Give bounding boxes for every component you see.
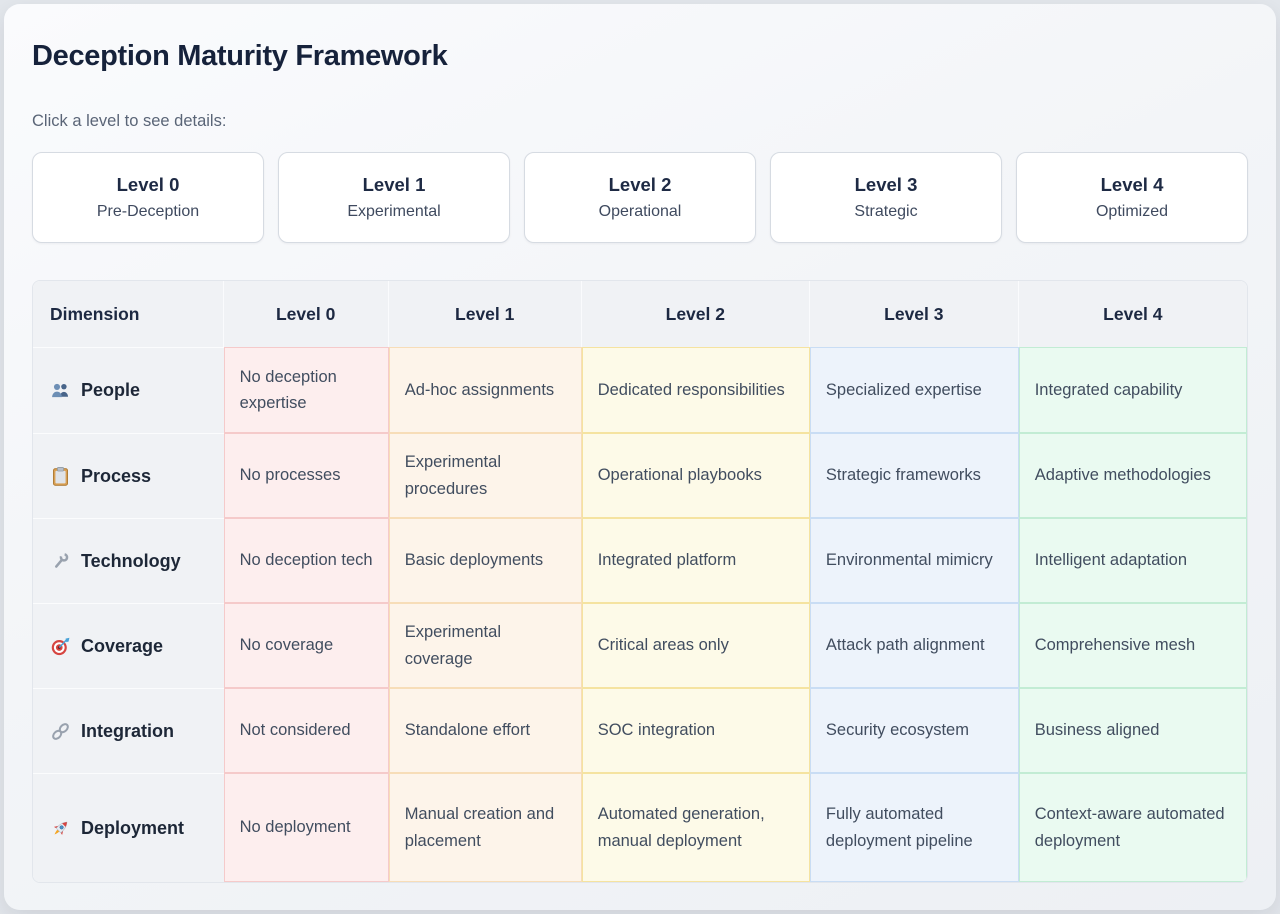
framework-panel: Deception Maturity Framework Click a lev… (4, 4, 1276, 910)
matrix-cell-deployment-level-3: Fully automated deployment pipeline (809, 773, 1019, 882)
matrix-cell-technology-level-3: Environmental mimicry (809, 518, 1019, 603)
matrix-cell-deployment-level-0: No deployment (223, 773, 389, 882)
wrench-icon (50, 551, 71, 572)
level-card-subtitle: Pre-Deception (96, 203, 200, 220)
matrix-cell-deployment-level-1: Manual creation and placement (388, 773, 582, 882)
matrix-cell-process-level-3: Strategic frameworks (809, 433, 1019, 518)
link-icon (50, 721, 71, 742)
level-card-3[interactable]: Level 3 Strategic (770, 152, 1002, 243)
matrix-cell-coverage-level-3: Attack path alignment (809, 603, 1019, 688)
column-header-level-2: Level 2 (581, 281, 810, 347)
matrix-cell-technology-level-1: Basic deployments (388, 518, 582, 603)
matrix-cell-integration-level-1: Standalone effort (388, 688, 582, 773)
column-header-level-0: Level 0 (223, 281, 389, 347)
rocket-icon (50, 818, 71, 839)
matrix-cell-process-level-0: No processes (223, 433, 389, 518)
matrix-cell-technology-level-4: Intelligent adaptation (1018, 518, 1247, 603)
column-header-level-4: Level 4 (1018, 281, 1247, 347)
dimension-label: Integration (81, 720, 174, 741)
level-card-0[interactable]: Level 0 Pre-Deception (32, 152, 264, 243)
dimension-label: Coverage (81, 635, 164, 656)
level-card-subtitle: Optimized (1095, 203, 1169, 220)
matrix-cell-integration-level-3: Security ecosystem (809, 688, 1019, 773)
matrix-cell-people-level-2: Dedicated responsibilities (581, 347, 810, 433)
matrix-cell-people-level-4: Integrated capability (1018, 347, 1247, 433)
level-card-name: Level 0 (116, 174, 180, 195)
matrix-cell-coverage-level-4: Comprehensive mesh (1018, 603, 1247, 688)
matrix-cell-people-level-1: Ad-hoc assignments (388, 347, 582, 433)
matrix-cell-process-level-4: Adaptive methodologies (1018, 433, 1247, 518)
level-card-2[interactable]: Level 2 Operational (524, 152, 756, 243)
matrix-cell-coverage-level-2: Critical areas only (581, 603, 810, 688)
clipboard-icon (50, 466, 71, 487)
matrix-cell-coverage-level-1: Experimental coverage (388, 603, 582, 688)
level-card-subtitle: Operational (598, 203, 682, 220)
dimension-column-header: Dimension (33, 281, 224, 347)
dimension-cell: Technology (33, 518, 224, 603)
dimension-cell: Coverage (33, 603, 224, 688)
level-card-name: Level 4 (1100, 174, 1164, 195)
dimension-cell: Process (33, 433, 224, 518)
matrix-cell-people-level-0: No deception expertise (223, 347, 389, 433)
column-header-level-3: Level 3 (809, 281, 1019, 347)
users-icon (50, 380, 71, 401)
instruction-text: Click a level to see details: (32, 112, 227, 130)
dimension-cell: Integration (33, 688, 224, 773)
level-card-1[interactable]: Level 1 Experimental (278, 152, 510, 243)
target-icon (50, 636, 71, 657)
column-header-level-1: Level 1 (388, 281, 582, 347)
dimension-label: People (81, 380, 141, 400)
dimension-cell: Deployment (33, 773, 224, 882)
page-title: Deception Maturity Framework (32, 40, 448, 72)
level-card-name: Level 1 (362, 174, 426, 195)
matrix-cell-integration-level-4: Business aligned (1018, 688, 1247, 773)
dimension-label: Deployment (81, 817, 185, 838)
dimension-cell: People (33, 347, 224, 433)
matrix-cell-process-level-1: Experimental procedures (388, 433, 582, 518)
level-card-name: Level 3 (854, 174, 918, 195)
dimension-label: Process (81, 465, 152, 486)
level-card-name: Level 2 (608, 174, 672, 195)
matrix-cell-deployment-level-2: Automated generation, manual deployment (581, 773, 810, 882)
matrix-cell-people-level-3: Specialized expertise (809, 347, 1019, 433)
level-card-subtitle: Experimental (347, 203, 441, 220)
matrix-cell-integration-level-2: SOC integration (581, 688, 810, 773)
dimension-label: Technology (81, 550, 181, 571)
matrix-cell-process-level-2: Operational playbooks (581, 433, 810, 518)
matrix-cell-integration-level-0: Not considered (223, 688, 389, 773)
matrix-cell-technology-level-2: Integrated platform (581, 518, 810, 603)
matrix-cell-technology-level-0: No deception tech (223, 518, 389, 603)
level-card-subtitle: Strategic (854, 203, 918, 220)
level-card-4[interactable]: Level 4 Optimized (1016, 152, 1248, 243)
matrix-cell-deployment-level-4: Context-aware automated deployment (1018, 773, 1247, 882)
matrix-cell-coverage-level-0: No coverage (223, 603, 389, 688)
